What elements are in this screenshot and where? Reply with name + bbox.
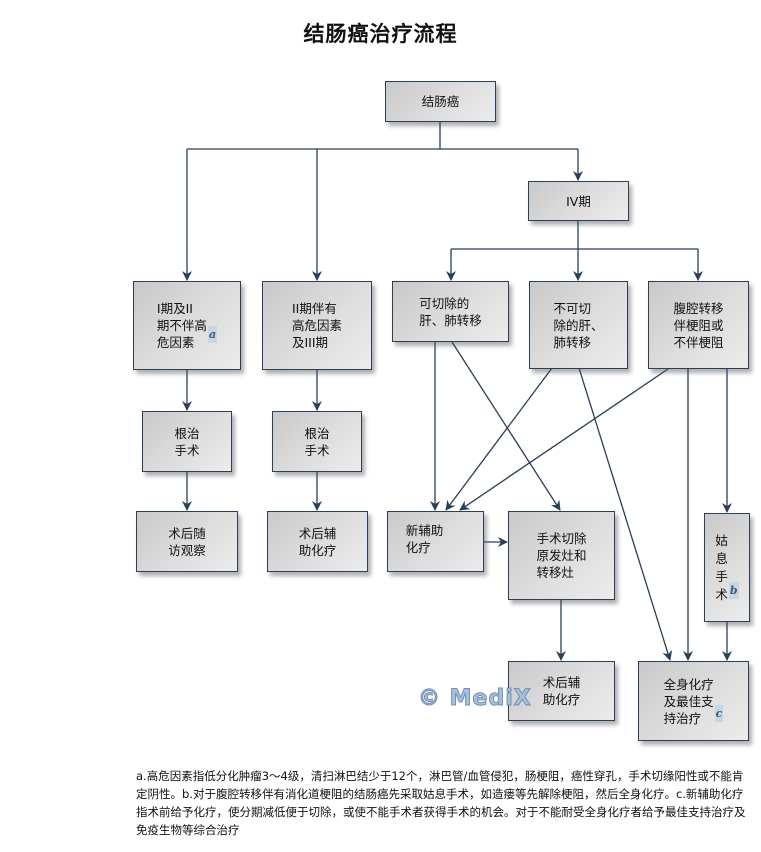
footnote-ref-c[interactable]: c <box>714 705 724 722</box>
node-adjuvant-chemo-2: 术后辅 助化疗 <box>508 661 615 721</box>
node-stage-iv: IV期 <box>528 181 629 221</box>
node-label: II期伴有 高危因素 及III期 <box>291 301 342 350</box>
node-resectable-mets: 可切除的 肝、肺转移 <box>392 281 509 342</box>
node-label: 根治 手术 <box>304 425 330 458</box>
node-radical-surgery-1: 根治 手术 <box>142 411 232 472</box>
node-followup: 术后随 访观察 <box>136 511 238 572</box>
node-radical-surgery-2: 根治 手术 <box>272 411 362 472</box>
node-label: 手术切除 原发灶和 转移灶 <box>536 531 587 580</box>
watermark-logo: © MediX <box>418 686 532 712</box>
node-label: 全身化疗 及最佳支 持治疗 <box>663 676 714 726</box>
node-label: 术后辅 助化疗 <box>542 675 581 707</box>
node-stage-2-high-3: II期伴有 高危因素 及III期 <box>262 281 372 370</box>
node-label: IV期 <box>566 193 591 209</box>
node-label: I期及II 期不伴高 危因素 <box>156 301 207 350</box>
node-resect-primary-mets: 手术切除 原发灶和 转移灶 <box>508 511 615 600</box>
node-peritoneal-mets: 腹腔转移 伴梗阻或 不伴梗阻 <box>648 281 749 369</box>
footnote-ref-b[interactable]: b <box>728 582 739 599</box>
node-label: 术后辅 助化疗 <box>298 525 337 558</box>
edge-unresectable-to-systemic <box>578 367 673 661</box>
node-label: 不可切 除的肝、 肺转移 <box>553 300 604 350</box>
edge-peritoneal-to-neoadjuvant <box>459 368 669 511</box>
node-label: 姑 息 手 术 <box>715 532 728 602</box>
node-label: 腹腔转移 伴梗阻或 不伴梗阻 <box>673 300 724 350</box>
footnote-ref-a[interactable]: a <box>207 326 218 343</box>
node-label: 新辅助 化疗 <box>405 522 444 555</box>
diagram-title: 结肠癌治疗流程 <box>303 22 458 46</box>
node-label: 可切除的 肝、肺转移 <box>419 295 482 328</box>
footnote-text: a.高危因素指低分化肿瘤3～4级，清扫淋巴结少于12个，淋巴管/血管侵犯，肠梗阻… <box>136 769 746 837</box>
node-label: 结肠癌 <box>421 94 460 109</box>
node-neoadjuvant-chemo: 新辅助 化疗 <box>387 511 484 572</box>
node-label: 术后随 访观察 <box>168 525 206 558</box>
node-colon-cancer: 结肠癌 <box>385 81 496 122</box>
node-unresectable-mets: 不可切 除的肝、 肺转移 <box>529 281 628 369</box>
node-adjuvant-chemo-1: 术后辅 助化疗 <box>267 511 368 572</box>
edge-resectable-to-resection <box>451 341 561 511</box>
node-label: 根治 手术 <box>174 425 200 458</box>
edge-unresectable-to-neoadjuvant <box>445 367 553 511</box>
